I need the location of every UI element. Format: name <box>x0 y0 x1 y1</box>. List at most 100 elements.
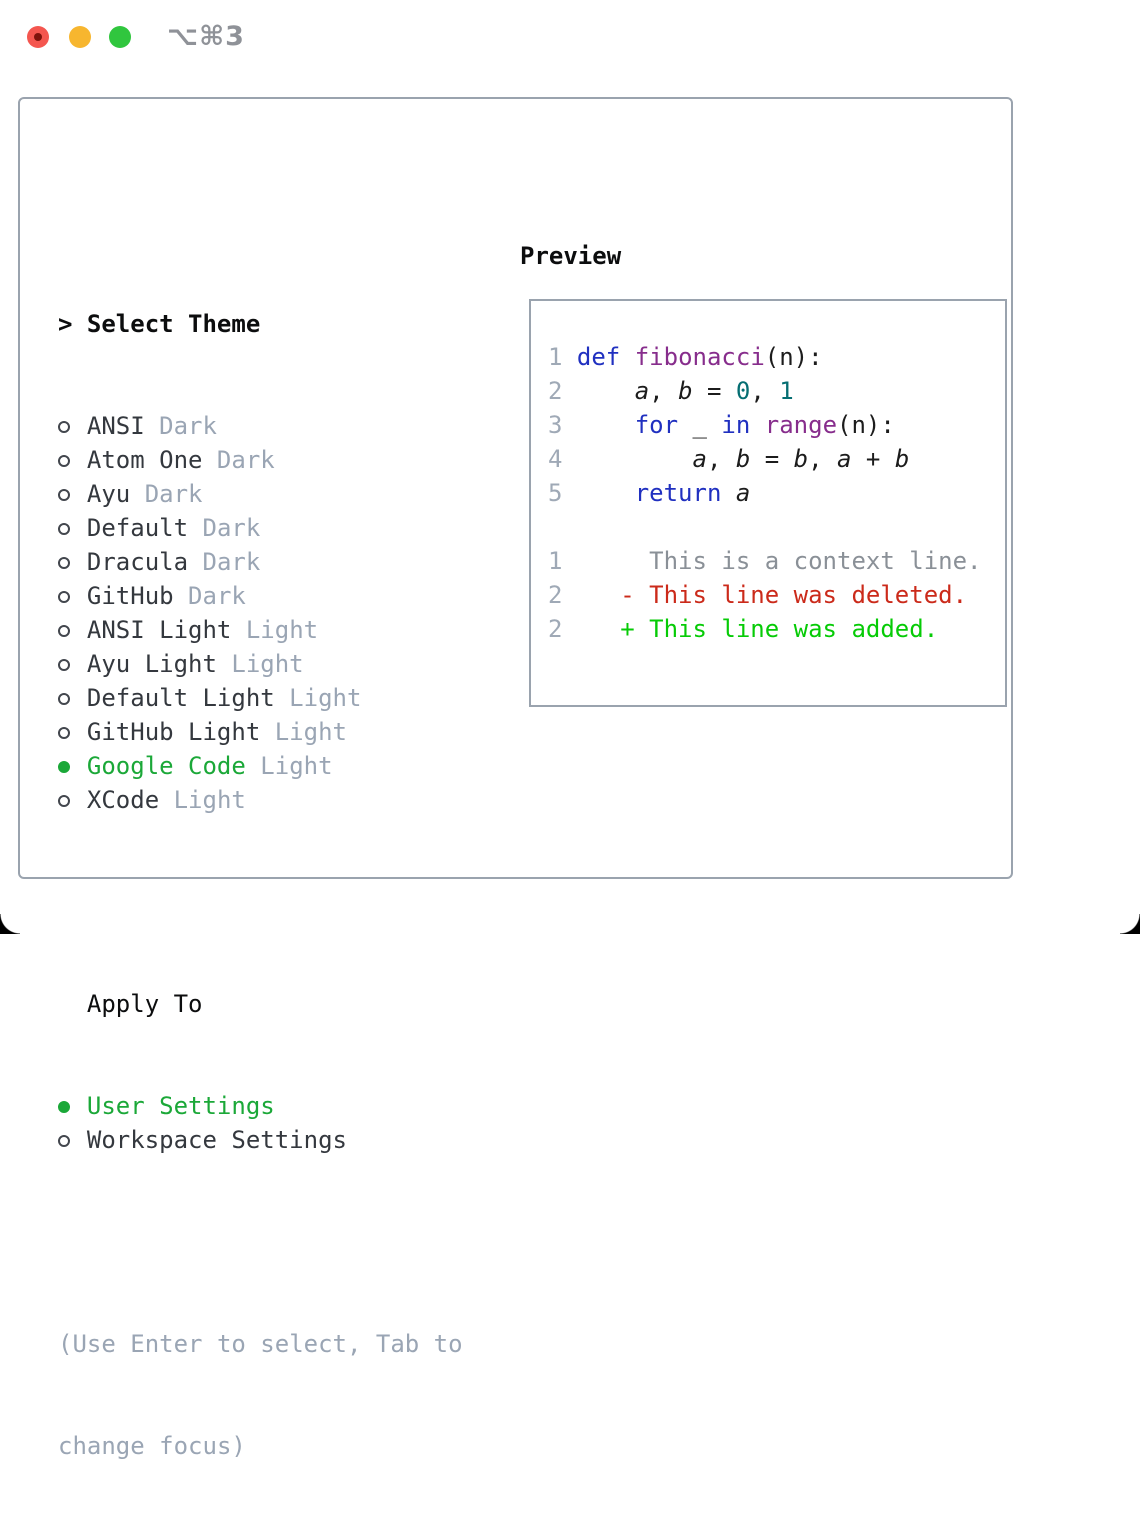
code-token <box>577 479 635 507</box>
line-number: 5 <box>548 479 577 507</box>
diff-text: - This line was deleted. <box>576 581 968 609</box>
theme-option-default-light-light[interactable]: Default Light Light <box>58 681 463 715</box>
code-token: fibonacci <box>634 343 765 371</box>
theme-name: Default Light <box>86 684 275 712</box>
radio-cell <box>58 545 87 579</box>
code-token: a <box>692 445 707 473</box>
diff-preview: 1 This is a context line. 2 - This line w… <box>548 544 1005 646</box>
theme-option-atom-one-dark[interactable]: Atom One Dark <box>58 443 463 477</box>
code-token: range <box>764 411 838 439</box>
diff-text: This is a context line. <box>576 547 982 575</box>
code-token: for <box>634 411 679 439</box>
theme-name: Google Code <box>86 752 246 780</box>
radio-icon <box>58 421 70 433</box>
code-token: return <box>634 479 722 507</box>
line-number: 1 <box>548 547 577 575</box>
prompt-icon: > <box>58 310 73 338</box>
code-token <box>721 479 735 507</box>
spacer <box>58 885 463 919</box>
line-number: 2 <box>548 615 577 643</box>
code-token: b <box>793 445 809 473</box>
theme-option-ansi-dark[interactable]: ANSI Dark <box>58 409 463 443</box>
radio-selected-icon <box>58 1101 70 1113</box>
theme-option-ansi-light-light[interactable]: ANSI Light Light <box>58 613 463 647</box>
radio-icon <box>58 1135 70 1147</box>
spacer <box>548 510 1005 544</box>
radio-icon <box>58 795 70 807</box>
theme-option-dracula-dark[interactable]: Dracula Dark <box>58 545 463 579</box>
radio-icon <box>58 591 70 603</box>
theme-option-ayu-dark[interactable]: Ayu Dark <box>58 477 463 511</box>
apply-to-header-label: Apply To <box>86 990 203 1018</box>
code-token: (n): <box>837 411 895 439</box>
code-token <box>620 343 634 371</box>
theme-variant: Dark <box>188 514 261 542</box>
radio-cell <box>58 715 87 749</box>
code-token: def <box>576 343 621 371</box>
theme-option-default-dark[interactable]: Default Dark <box>58 511 463 545</box>
select-theme-header: > Select Theme <box>58 307 463 341</box>
theme-name: GitHub Light <box>86 718 261 746</box>
spacer <box>58 1225 463 1259</box>
code-token: , <box>750 377 780 405</box>
theme-variant: Light <box>245 752 333 780</box>
code-token: = <box>692 377 736 405</box>
code-line: 4 a, b = b, a + b <box>548 442 1005 476</box>
theme-variant: Light <box>159 786 246 814</box>
code-line: 1 def fibonacci(n): <box>548 340 1005 374</box>
theme-variant: Light <box>260 718 347 746</box>
code-token <box>577 377 635 405</box>
code-token: a <box>735 479 751 507</box>
radio-icon <box>58 455 70 467</box>
radio-icon <box>58 489 70 501</box>
radio-cell <box>58 511 87 545</box>
diff-line-del: 2 - This line was deleted. <box>548 578 1005 612</box>
code-line: 3 for _ in range(n): <box>548 408 1005 442</box>
theme-option-xcode-light[interactable]: XCode Light <box>58 783 463 817</box>
apply-option-label: User Settings <box>86 1092 275 1120</box>
code-token: , <box>706 445 736 473</box>
code-line: 5 return a <box>548 476 1005 510</box>
code-token: _ <box>678 411 722 439</box>
line-number: 2 <box>548 377 577 405</box>
theme-variant: Dark <box>144 412 217 440</box>
code-token: a <box>634 377 650 405</box>
radio-selected-icon <box>58 761 70 773</box>
radio-icon <box>58 523 70 535</box>
radio-cell <box>58 681 87 715</box>
radio-icon <box>58 693 70 705</box>
code-token: b <box>894 445 910 473</box>
theme-name: Ayu Light <box>86 650 217 678</box>
code-token: , <box>649 377 679 405</box>
radio-icon <box>58 727 70 739</box>
radio-icon <box>58 625 70 637</box>
line-number: 3 <box>548 411 577 439</box>
radio-cell <box>58 647 87 681</box>
theme-option-google-code-light[interactable]: Google Code Light <box>58 749 463 783</box>
apply-option-user-settings[interactable]: User Settings <box>58 1089 463 1123</box>
theme-option-github-light-light[interactable]: GitHub Light Light <box>58 715 463 749</box>
zoom-button[interactable] <box>109 26 131 48</box>
theme-option-github-dark[interactable]: GitHub Dark <box>58 579 463 613</box>
theme-name: Ayu <box>86 480 131 508</box>
preview-header-label: Preview <box>520 242 622 270</box>
radio-cell <box>58 443 87 477</box>
apply-option-workspace-settings[interactable]: Workspace Settings <box>58 1123 463 1157</box>
minimize-button[interactable] <box>69 26 91 48</box>
code-token: in <box>721 411 751 439</box>
close-button[interactable] <box>27 26 49 48</box>
radio-icon <box>58 557 70 569</box>
window-corner <box>1120 914 1140 934</box>
select-theme-header-label: Select Theme <box>86 310 261 338</box>
code-token: + <box>851 445 895 473</box>
line-number: 4 <box>548 445 577 473</box>
theme-name: ANSI Light <box>86 616 232 644</box>
code-token <box>577 445 693 473</box>
theme-option-ayu-light-light[interactable]: Ayu Light Light <box>58 647 463 681</box>
code-line: 2 a, b = 0, 1 <box>548 374 1005 408</box>
